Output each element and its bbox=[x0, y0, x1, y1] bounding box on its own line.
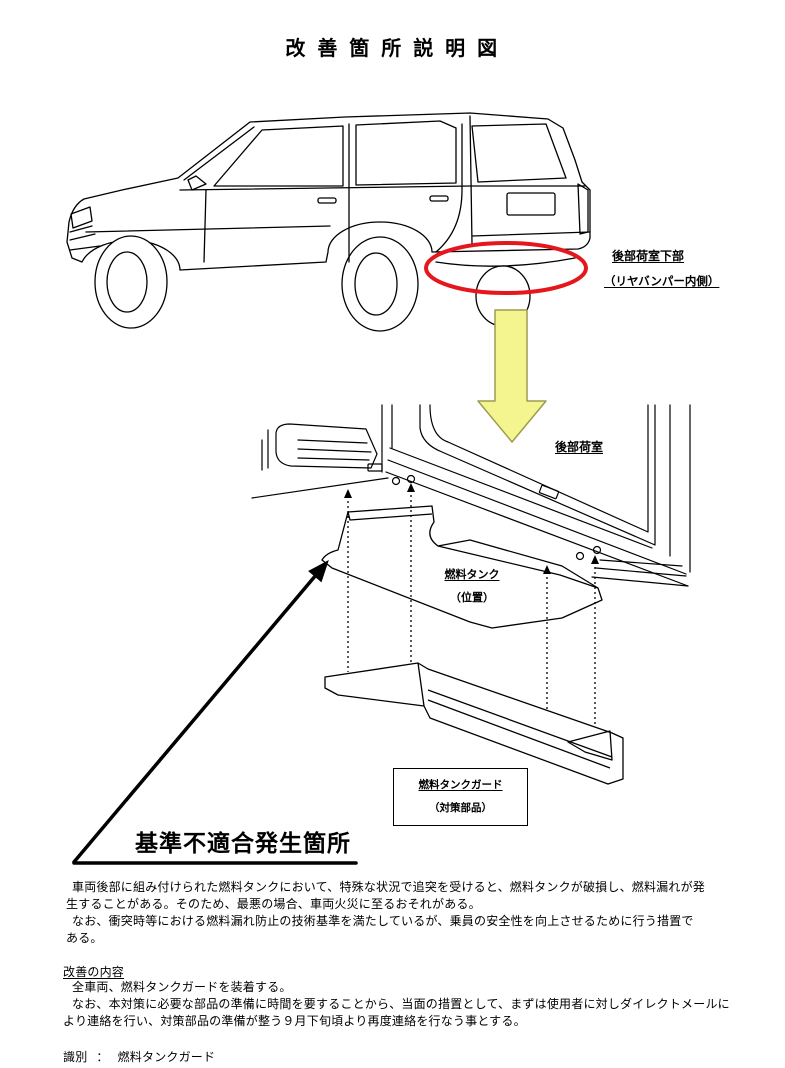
fuel-tank-guard-label-box: 燃料タンクガード （対策部品） bbox=[393, 768, 528, 826]
guide-arrowhead-3 bbox=[543, 565, 551, 574]
identification-line: 識別 ： 燃料タンクガード bbox=[63, 1051, 215, 1063]
nonconformity-pointer-line bbox=[72, 573, 318, 864]
front-door-edge bbox=[203, 189, 207, 263]
cargo-floor-edge bbox=[251, 477, 389, 499]
hatch-opening-frame bbox=[419, 404, 691, 573]
underbody-line bbox=[435, 257, 576, 267]
improvement-line: 全車両、燃料タンクガードを装着する。 bbox=[72, 980, 292, 994]
floor-slot bbox=[367, 463, 383, 472]
nonconformity-location-label: 基準不適合発生箇所 bbox=[135, 831, 351, 857]
downward-arrow-group bbox=[477, 309, 547, 443]
alignment-guide-lines bbox=[347, 490, 596, 727]
highlight-ellipse bbox=[424, 241, 588, 295]
body-side-crease bbox=[85, 225, 331, 233]
cargo-wall-edge bbox=[381, 404, 393, 473]
fuel-tank-label: 燃料タンク bbox=[444, 568, 500, 581]
rear-cargo-floor-illustration bbox=[251, 404, 691, 587]
rear-bumper-inside-label: （リヤバンパー内側） bbox=[604, 274, 720, 288]
page-title: 改 善 箇 所 説 明 図 bbox=[285, 36, 500, 60]
description-line: なお、衝突時等における燃料漏れ防止の技術基準を満たしているが、乗員の安全性を向上… bbox=[72, 914, 694, 928]
rear-bumper-step bbox=[591, 559, 689, 587]
d-pillar-line bbox=[469, 115, 473, 245]
rear-cargo-lower-label: 後部荷室下部 bbox=[612, 249, 685, 263]
fuel-tank-bracket bbox=[347, 511, 433, 521]
front-wheel bbox=[94, 235, 168, 329]
rear-wheel bbox=[341, 236, 419, 332]
guide-arrowheads bbox=[344, 483, 599, 574]
belt-line bbox=[179, 185, 586, 191]
fuel-tank-guard-illustration bbox=[324, 662, 624, 785]
rear-door-window bbox=[355, 120, 457, 186]
improvement-heading: 改善の内容 bbox=[63, 965, 125, 979]
fuel-tank-illustration bbox=[321, 505, 603, 629]
fuel-tank-guard-label: 燃料タンクガード bbox=[418, 779, 503, 791]
rear-hatch-window bbox=[471, 123, 567, 183]
rear-bumper-line bbox=[471, 231, 591, 237]
rear-cargo-label: 後部荷室 bbox=[555, 440, 604, 454]
vehicle-illustration bbox=[66, 112, 591, 332]
rear-wheel-rim bbox=[354, 252, 398, 316]
fuel-tank-top-edge bbox=[437, 545, 599, 589]
front-wheel-rim bbox=[106, 251, 148, 313]
front-door-handle bbox=[317, 197, 337, 204]
mounting-bolt-2 bbox=[406, 474, 416, 484]
identification-value: 燃料タンクガード bbox=[117, 1050, 216, 1064]
improvement-line: より連絡を行い、対策部品の準備が整う９月下旬頃より再度連絡を行なう事とする。 bbox=[63, 1014, 526, 1028]
rear-sill-upper-edge bbox=[389, 447, 653, 549]
mounting-bolt-3 bbox=[575, 551, 585, 561]
fuel-tank-body bbox=[321, 505, 603, 629]
rear-door-edge bbox=[435, 123, 463, 253]
rear-door-handle bbox=[429, 195, 449, 202]
cargo-side-panel-edge bbox=[261, 429, 269, 471]
rear-sill-lower-edge bbox=[385, 471, 689, 587]
fuel-tank-guard-outline bbox=[324, 662, 624, 785]
cargo-side-trim-ribs bbox=[297, 439, 372, 461]
downward-arrow bbox=[477, 309, 547, 443]
nonconformity-pointer bbox=[72, 559, 358, 865]
guide-arrowhead-4 bbox=[591, 555, 599, 564]
guide-arrowhead-1 bbox=[344, 489, 352, 498]
description-line: 生することがある。そのため、最悪の場合、車両火災に至るおそれがある。 bbox=[66, 897, 481, 911]
countermeasure-part-label: （対策部品） bbox=[429, 802, 492, 814]
description-line: 車両後部に組み付けられた燃料タンクにおいて、特殊な状況で追突を受けると、燃料タン… bbox=[72, 880, 705, 894]
taillight bbox=[577, 183, 589, 235]
improvement-line: なお、本対策に必要な部品の準備に時間を要することから、当面の措置として、まずは使… bbox=[72, 997, 730, 1011]
windshield-edge bbox=[183, 126, 255, 181]
front-grille bbox=[69, 225, 101, 251]
mounting-bolt-4 bbox=[592, 545, 602, 555]
description-line: ある。 bbox=[66, 931, 103, 945]
side-mirror bbox=[187, 175, 207, 191]
identification-label: 識別 bbox=[63, 1050, 88, 1064]
guide-arrowhead-2 bbox=[407, 483, 415, 492]
sill-slot bbox=[538, 484, 560, 500]
identification-separator: ： bbox=[96, 1050, 109, 1064]
fuel-tank-guard-fold bbox=[417, 662, 613, 769]
cargo-side-trim bbox=[275, 423, 378, 469]
license-plate-recess bbox=[506, 192, 556, 216]
headlight bbox=[70, 206, 93, 229]
hatch-opening-inner-edge bbox=[429, 404, 649, 533]
mounting-bolt-1 bbox=[391, 476, 401, 486]
front-door-window bbox=[213, 125, 344, 187]
rear-sill-middle-edge bbox=[387, 459, 687, 575]
fuel-tank-position-label: （位置） bbox=[450, 591, 494, 604]
fuel-tank-guard-end-bracket bbox=[567, 730, 613, 761]
nonconformity-arrowhead bbox=[308, 559, 329, 583]
